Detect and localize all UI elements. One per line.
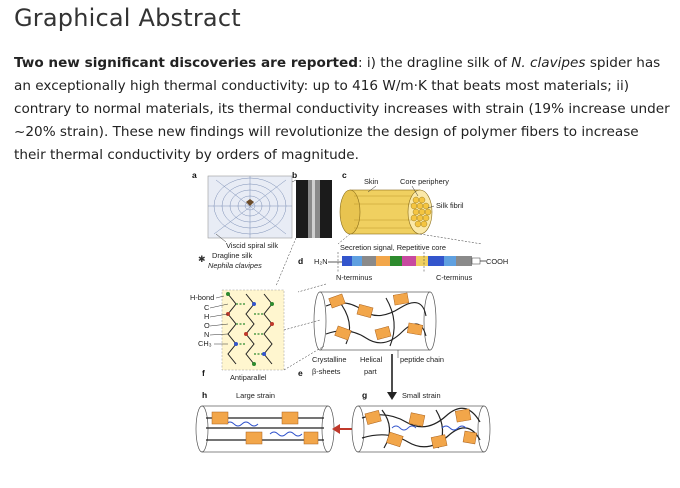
panel-label-h: h <box>202 390 207 400</box>
label-atom-h: H <box>204 312 209 321</box>
arrow-down-icon <box>387 354 397 400</box>
abstract-part1: : i) the dragline silk of <box>357 55 512 71</box>
abstract-paragraph: Two new significant discoveries are repo… <box>14 52 670 167</box>
panel-label-e: e <box>298 368 303 378</box>
label-atom-c: C <box>204 303 210 312</box>
panel-label-g: g <box>362 390 367 400</box>
label-c-terminus: C-terminus <box>436 273 472 282</box>
label-atom-n: N <box>204 330 209 339</box>
spider-small-icon: ✱ <box>198 255 206 265</box>
label-beta-sheets: β-sheets <box>312 367 341 376</box>
label-h2n: H₂N <box>314 257 328 266</box>
label-secretion: Secretion signal, Repetitive core <box>340 243 446 252</box>
panel-g-small-strain <box>351 405 491 453</box>
label-hbond: H-bond <box>190 293 214 302</box>
label-n-terminus: N-terminus <box>336 273 372 282</box>
panel-label-f: f <box>202 368 205 378</box>
label-nephila: Nephila clavipes <box>208 261 262 270</box>
page-title: Graphical Abstract <box>14 4 241 32</box>
label-antiparallel: Antiparallel <box>230 373 267 382</box>
label-atom-ch3: CH₃ <box>198 339 212 348</box>
label-skin: Skin <box>364 177 378 186</box>
label-peptide-chain: peptide chain <box>400 355 444 364</box>
panel-d-sequence <box>328 256 486 266</box>
panel-f-molecule <box>221 289 285 371</box>
panel-label-a: a <box>192 170 197 180</box>
arrow-left-red-icon <box>332 424 354 434</box>
label-crystalline: Crystalline <box>312 355 347 364</box>
spider-icon <box>246 199 254 206</box>
figure-svg: a Viscid spiral silk Dragline silk Nephi… <box>190 170 508 453</box>
label-helical: Helical <box>360 355 383 364</box>
panel-h-large-strain <box>195 405 335 453</box>
label-core-periphery: Core periphery <box>400 177 449 186</box>
panel-b-micrograph <box>296 180 332 238</box>
panel-label-d: d <box>298 256 303 266</box>
graphical-abstract-figure: a Viscid spiral silk Dragline silk Nephi… <box>186 166 516 466</box>
label-part: part <box>364 367 377 376</box>
label-viscid-spiral: Viscid spiral silk <box>226 241 278 250</box>
panel-label-c: c <box>342 170 347 180</box>
label-small-strain: Small strain <box>402 391 441 400</box>
abstract-species: N. clavipes <box>511 55 586 71</box>
panel-e-network <box>313 291 437 351</box>
label-dragline: Dragline silk <box>212 251 253 260</box>
panel-c-fiber <box>339 189 433 235</box>
panel-label-b: b <box>292 170 297 180</box>
panel-a-web <box>207 175 293 239</box>
abstract-part2: spider has an exceptionally high thermal… <box>14 55 670 163</box>
label-silk-fibril: Silk fibril <box>436 201 464 210</box>
label-cooh: COOH <box>486 257 508 266</box>
label-atom-o: O <box>204 321 210 330</box>
label-large-strain: Large strain <box>236 391 275 400</box>
abstract-lead: Two new significant discoveries are repo… <box>14 55 358 71</box>
